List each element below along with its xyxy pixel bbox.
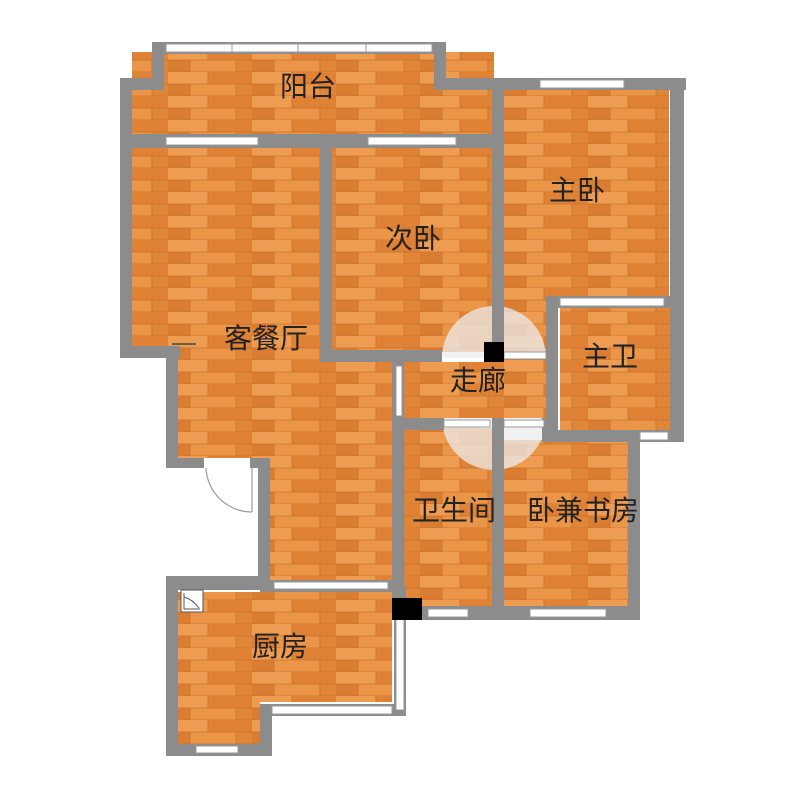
floors [132,52,670,744]
second-bedroom-label: 次卧 [385,222,441,255]
balcony-left-upper-wall [152,42,164,82]
outer-right-wall [670,78,684,442]
windows [165,43,669,754]
living-step-wall [120,346,180,358]
kitchen-left-wall [166,576,178,756]
bathroom-window [427,608,469,618]
kitchen-top-window [273,581,389,590]
corridor-bottom-right-wall [542,418,558,442]
second-bedroom-right-wall [492,88,504,360]
living-window [165,136,259,146]
living-lower-floor [270,460,392,582]
corridor-floor [404,362,550,418]
living-left-wall [166,346,178,468]
bathroom-pillar [392,598,422,620]
corridor-pillar [484,342,504,362]
kitchen-lower-floor [178,702,260,744]
pillars [392,342,504,620]
study-floor [503,440,629,608]
corridor-lower-door-left-panel [443,419,491,428]
master-bath-side-window [639,431,669,441]
master-bedroom-floor [503,90,669,300]
entry-door-arc [205,467,253,513]
kitchen-bottom-right-wall [260,704,272,756]
master-bath-left-wall [546,296,558,442]
second-bedroom-bottom-wall [320,350,442,362]
sink-icon [180,589,204,613]
corridor-side-panel [395,365,403,417]
balcony-floor [132,52,494,134]
corridor-upper-door-panel [503,351,547,360]
kitchen-right-window [395,613,405,711]
living-upper-floor [132,148,322,346]
master-bath-window [559,297,665,307]
corridor-label: 走廊 [450,364,506,397]
living-wing-floor [320,360,394,400]
bathroom-label: 卫生间 [412,494,496,527]
kitchen-step-window [271,705,393,715]
corridor-lower-door-right-panel [503,419,545,428]
kitchen-label: 厨房 [252,630,308,663]
entry-bottom-wall [166,458,206,468]
entry-right-wall [258,458,270,586]
second-bedroom-left-wall [320,140,332,362]
master-bathroom-floor [560,308,670,430]
corridor-bottom-left-wall [392,418,444,430]
door-swing-icon [204,458,253,513]
master-bedroom-label: 主卧 [549,174,605,207]
master-bedroom-window [539,79,625,89]
living-dining-label: 客餐厅 [224,322,308,355]
bathroom-study-divider [492,418,504,618]
room-labels: 阳台 主卧 次卧 客餐厅 走廊 主卫 卫生间 卧兼书房 厨房 [224,70,639,663]
study-bedroom-label: 卧兼书房 [527,494,639,527]
kitchen-bottom-window [195,745,239,754]
study-window [529,608,607,618]
entry-top-wall [248,458,270,468]
outer-left-wall [120,78,132,358]
bathroom-left-wall [392,418,404,618]
balcony-window [165,43,433,53]
kitchen-top-wall [166,576,270,590]
study-right-wall [628,430,640,620]
balcony-label: 阳台 [280,70,336,103]
entry-door-opening [204,458,250,468]
second-bedroom-window [367,136,457,146]
master-bathroom-label: 主卫 [582,340,638,373]
kitchen-floor [178,592,392,702]
